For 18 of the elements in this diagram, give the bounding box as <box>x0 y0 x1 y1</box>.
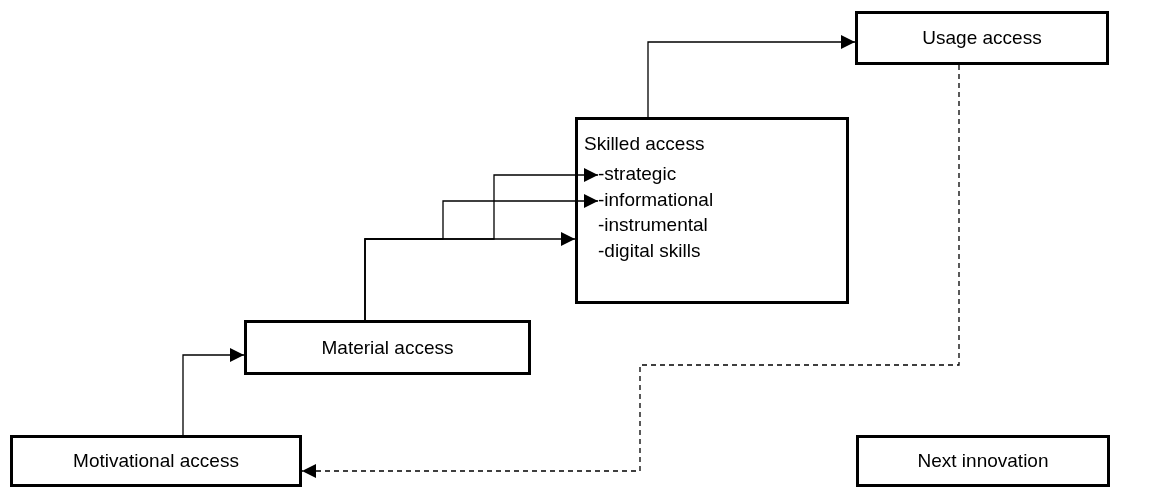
skill-item: -digital skills <box>598 240 748 264</box>
arrow <box>364 232 576 321</box>
process-box <box>244 320 531 375</box>
skill-item: -strategic <box>598 163 748 187</box>
arrow <box>647 35 856 118</box>
process-box <box>856 435 1110 487</box>
skill-item: -instrumental <box>598 214 748 238</box>
skill-item: -informational <box>598 189 748 213</box>
box-title: Skilled access <box>584 133 705 155</box>
skills-box <box>575 117 849 304</box>
box-title: Next innovation <box>917 450 1049 472</box>
process-box <box>855 11 1109 65</box>
process-box <box>10 435 302 487</box>
arrow <box>182 348 245 436</box>
box-title: Usage access <box>922 27 1042 49</box>
box-title: Motivational access <box>73 450 239 472</box>
box-title: Material access <box>321 336 454 359</box>
dashed-arrow <box>301 64 960 478</box>
